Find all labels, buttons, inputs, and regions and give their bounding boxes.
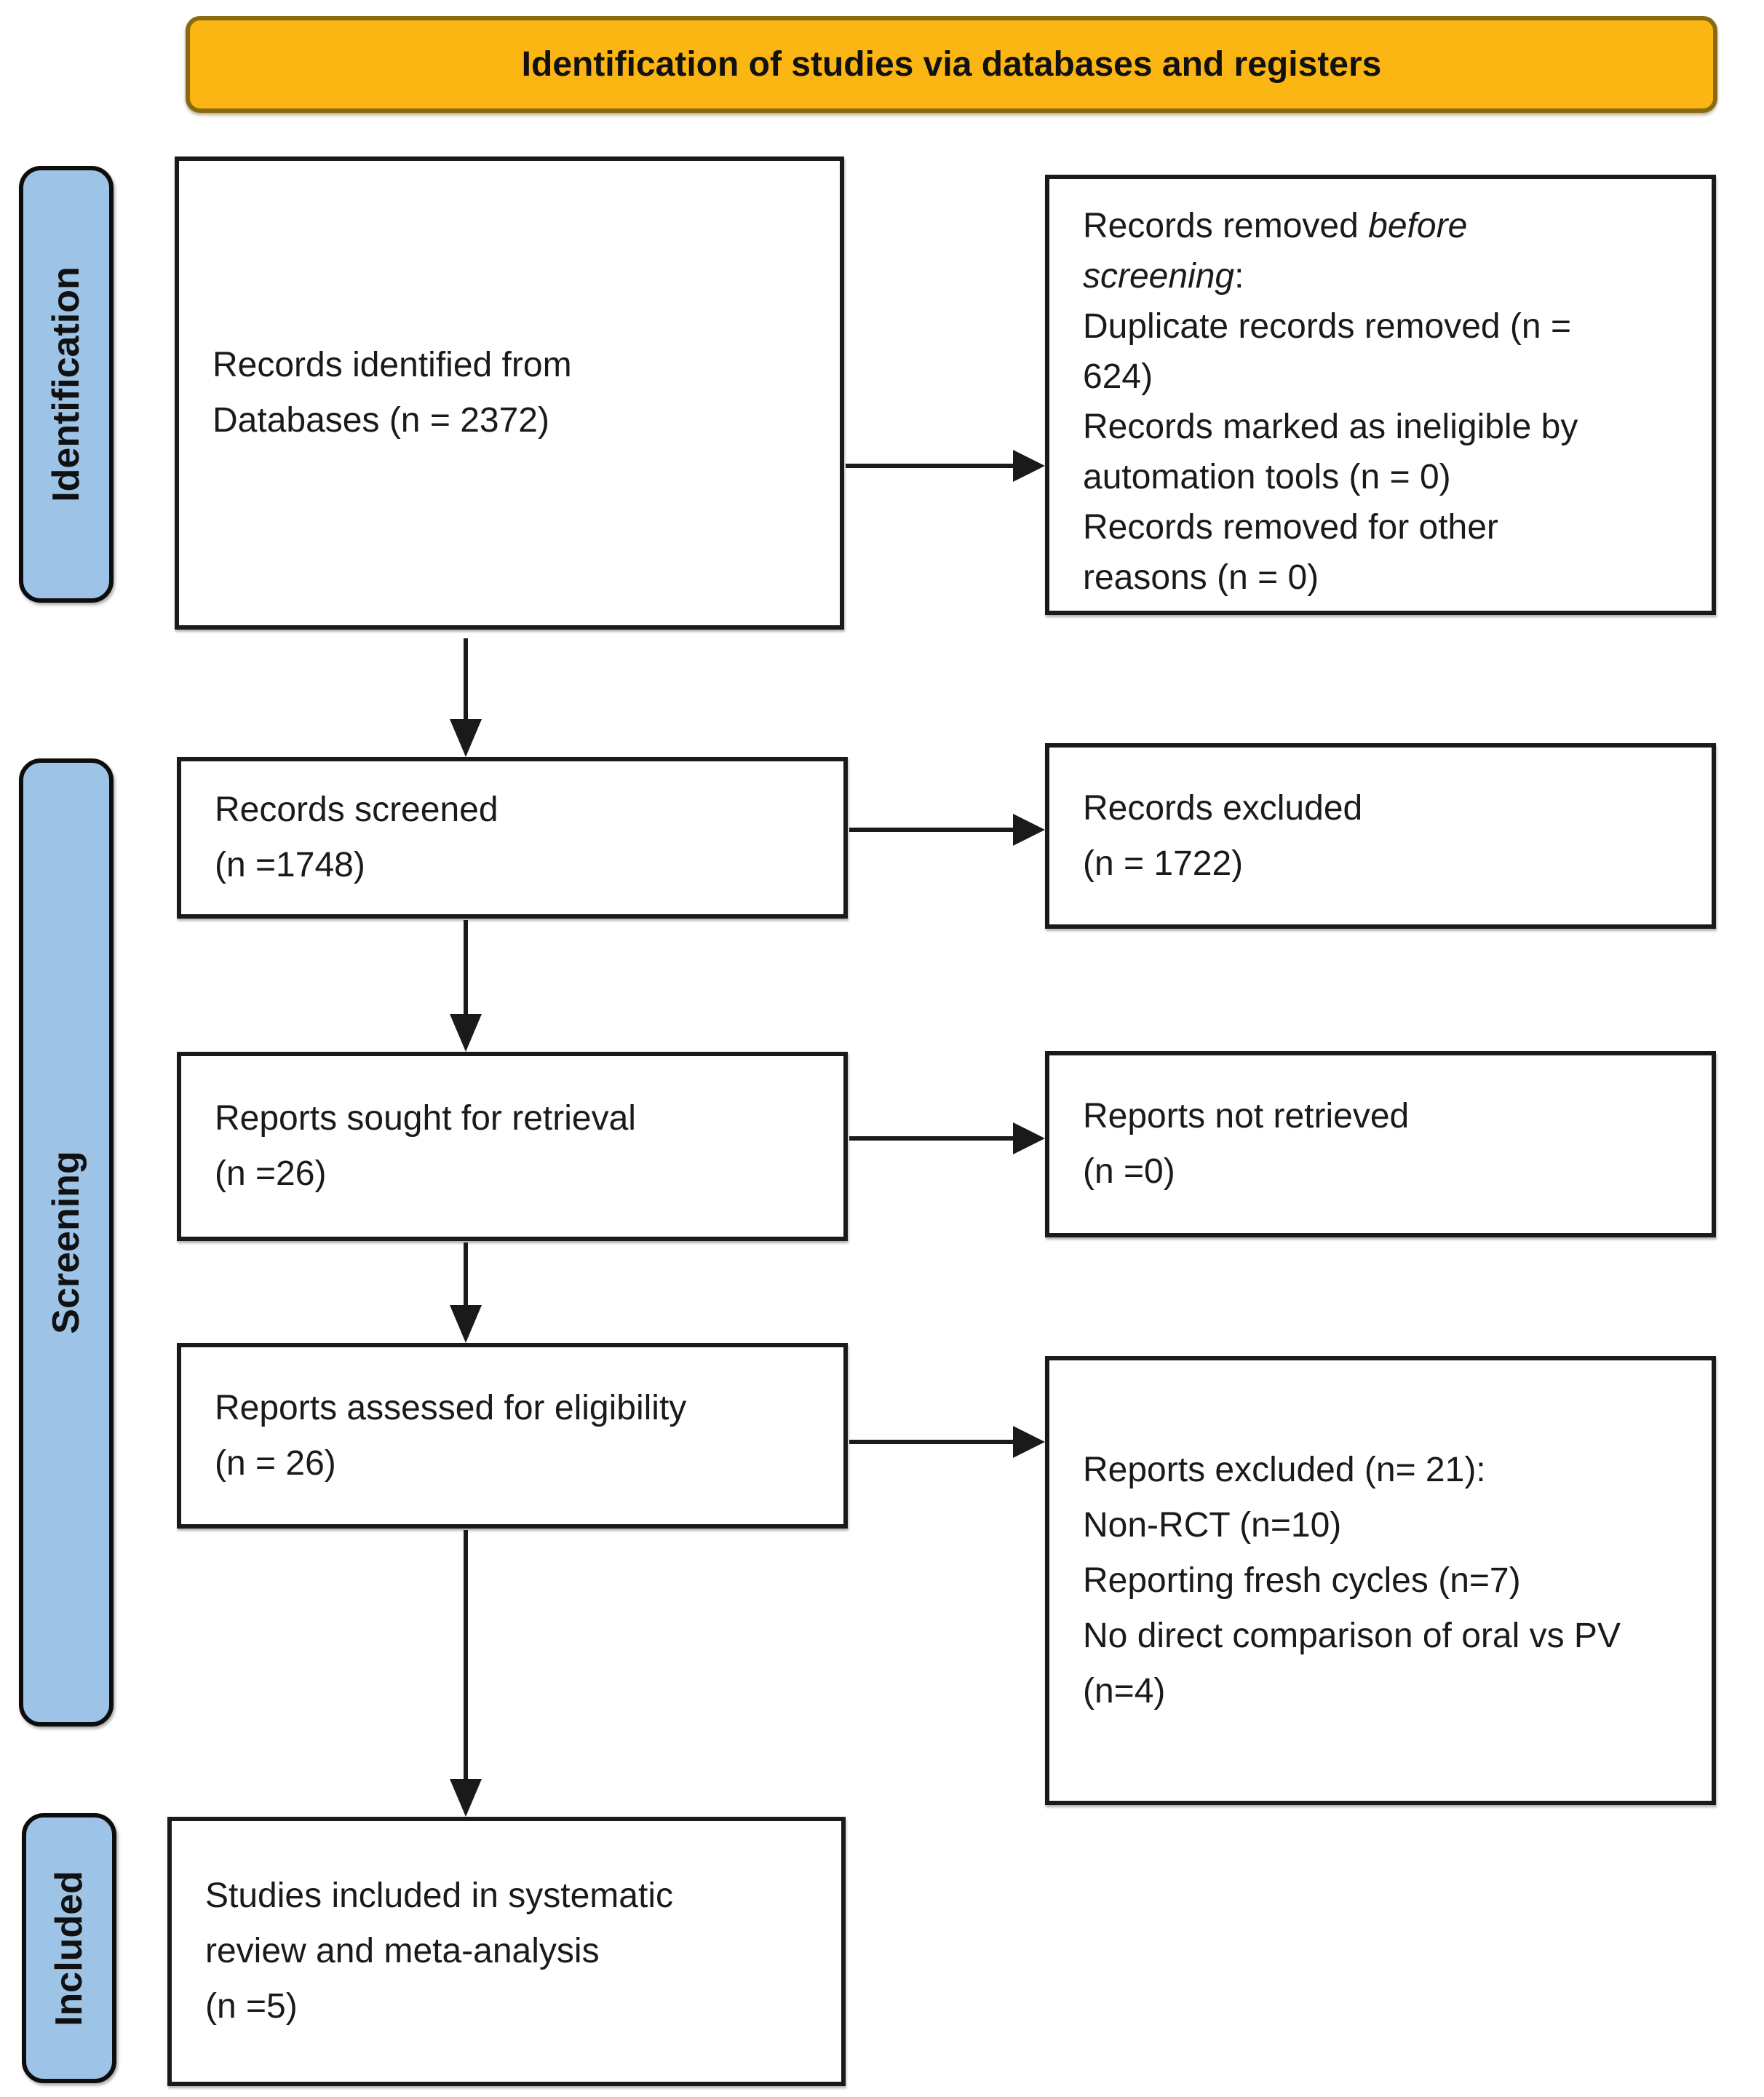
arrow-shaft bbox=[464, 1530, 468, 1783]
text-line: Records marked as ineligible by bbox=[1083, 408, 1578, 446]
text-line: (n =1748) bbox=[215, 846, 365, 884]
stage-label-included-text: Included bbox=[48, 1870, 90, 2026]
text-line: Reports not retrieved bbox=[1083, 1097, 1410, 1135]
text-line: reasons (n = 0) bbox=[1083, 558, 1319, 597]
text-line: (n =0) bbox=[1083, 1152, 1175, 1191]
arrow-assessed-to-excluded bbox=[849, 1425, 1045, 1459]
stage-label-included: Included bbox=[22, 1813, 116, 2083]
text-line: Records excluded bbox=[1083, 788, 1363, 828]
arrowhead-icon bbox=[1013, 1122, 1045, 1154]
text-line: (n = 1722) bbox=[1083, 844, 1244, 883]
text-line: automation tools (n = 0) bbox=[1083, 458, 1451, 496]
arrow-shaft bbox=[464, 1242, 468, 1309]
arrow-shaft bbox=[464, 638, 468, 724]
text-segment-italic: before bbox=[1368, 207, 1468, 245]
box-studies-included: Studies included in systematic review an… bbox=[167, 1817, 846, 2086]
text-line: screening: bbox=[1083, 251, 1700, 301]
arrowhead-icon bbox=[450, 719, 482, 757]
arrow-screened-to-excluded bbox=[849, 813, 1045, 847]
arrow-sought-to-assessed bbox=[449, 1242, 482, 1343]
box-reports-excluded: Reports excluded (n= 21): Non-RCT (n=10)… bbox=[1045, 1356, 1716, 1805]
arrow-screened-to-sought bbox=[449, 920, 482, 1052]
stage-label-identification: Identification bbox=[19, 166, 114, 603]
arrowhead-icon bbox=[1013, 450, 1045, 482]
text-line: (n = 26) bbox=[215, 1443, 336, 1483]
arrowhead-icon bbox=[1013, 1426, 1045, 1458]
box-records-identified: Records identified from Databases (n = 2… bbox=[175, 156, 844, 630]
box-reports-sought: Reports sought for retrieval (n =26) bbox=[177, 1052, 848, 1241]
box-records-excluded: Records excluded (n = 1722) bbox=[1045, 743, 1716, 929]
text-line: review and meta-analysis bbox=[205, 1932, 600, 1970]
text-line: (n =26) bbox=[215, 1154, 327, 1193]
text-line: Records removed for other bbox=[1083, 508, 1498, 547]
stage-label-screening: Screening bbox=[19, 758, 114, 1727]
box-reports-not-retrieved: Reports not retrieved (n =0) bbox=[1045, 1051, 1716, 1237]
arrowhead-icon bbox=[450, 1014, 482, 1052]
text-segment-italic: screening bbox=[1083, 257, 1235, 296]
text-line: Reports excluded (n= 21): bbox=[1083, 1450, 1486, 1489]
arrow-sought-to-not-retrieved bbox=[849, 1122, 1045, 1155]
arrow-assessed-to-included bbox=[449, 1530, 482, 1817]
box-reports-assessed: Reports assessed for eligibility (n = 26… bbox=[177, 1343, 848, 1529]
arrowhead-icon bbox=[1013, 814, 1045, 846]
text-line: Reports assessed for eligibility bbox=[215, 1388, 687, 1427]
text-line: Reports sought for retrieval bbox=[215, 1099, 636, 1138]
text-line: Records screened bbox=[215, 790, 498, 829]
text-line: Duplicate records removed (n = bbox=[1083, 307, 1571, 346]
stage-label-screening-text: Screening bbox=[45, 1151, 87, 1334]
box-records-screened: Records screened (n =1748) bbox=[177, 757, 848, 919]
text-line: Studies included in systematic bbox=[205, 1876, 673, 1915]
text-segment: Records removed bbox=[1083, 207, 1369, 245]
arrowhead-icon bbox=[450, 1779, 482, 1817]
text-line: No direct comparison of oral vs PV bbox=[1083, 1616, 1621, 1655]
text-line: Records identified from bbox=[212, 346, 572, 384]
text-line: Records removed before bbox=[1083, 201, 1700, 251]
stage-label-identification-text: Identification bbox=[45, 266, 87, 502]
text-line: Reporting fresh cycles (n=7) bbox=[1083, 1561, 1521, 1600]
text-segment: : bbox=[1234, 257, 1244, 296]
arrow-shaft bbox=[849, 828, 1016, 832]
box-records-removed-before-screening: Records removed before screening: Duplic… bbox=[1045, 175, 1716, 615]
text-line: (n =5) bbox=[205, 1987, 298, 2026]
text-line: Non-RCT (n=10) bbox=[1083, 1505, 1342, 1545]
text-line: Databases (n = 2372) bbox=[212, 401, 549, 440]
arrowhead-icon bbox=[450, 1305, 482, 1343]
arrow-identified-to-removed bbox=[846, 449, 1045, 483]
text-line: 624) bbox=[1083, 357, 1153, 396]
arrow-shaft bbox=[464, 920, 468, 1018]
text-line: (n=4) bbox=[1083, 1671, 1166, 1710]
arrow-shaft bbox=[849, 1136, 1016, 1141]
arrow-identified-to-screened bbox=[449, 638, 482, 757]
header-title: Identification of studies via databases … bbox=[521, 45, 1382, 84]
arrow-shaft bbox=[849, 1440, 1016, 1444]
arrow-shaft bbox=[846, 464, 1016, 468]
header-banner: Identification of studies via databases … bbox=[186, 16, 1717, 113]
